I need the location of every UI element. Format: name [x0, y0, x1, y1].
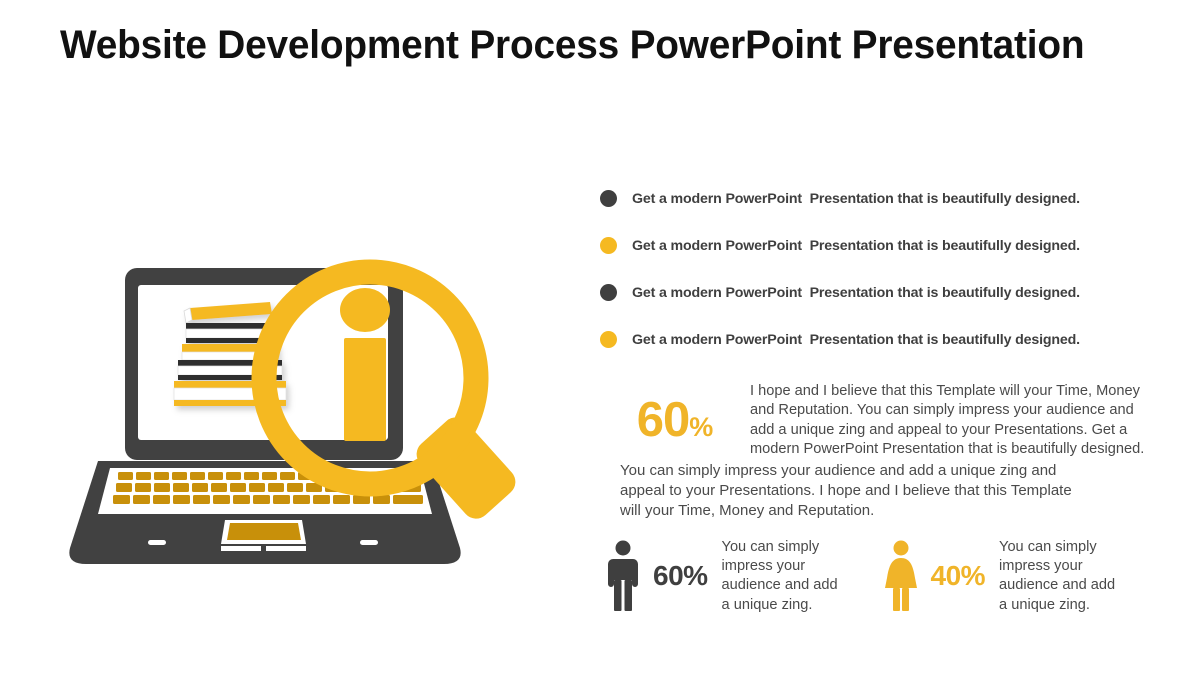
- stat-male-percent: 60%: [653, 560, 708, 592]
- laptop-vent-right: [360, 540, 378, 545]
- bullet-dot-icon: [600, 190, 617, 207]
- trackpad: [221, 520, 306, 551]
- page-title: Website Development Process PowerPoint P…: [60, 23, 1085, 67]
- bullet-dot-icon: [600, 284, 617, 301]
- stat-male-text: You can simply impress your audience and…: [721, 538, 838, 613]
- bullet-label: Get a modern PowerPoint Presentation tha…: [632, 331, 1080, 348]
- content-column: Get a modern PowerPoint Presentation tha…: [600, 175, 1160, 615]
- illustration-svg: [69, 259, 516, 564]
- highlight-percent-number: 60: [636, 393, 691, 447]
- stat-female-percent: 40%: [930, 560, 986, 592]
- bullet-label: Get a modern PowerPoint Presentation tha…: [632, 190, 1080, 207]
- highlight-percent-symbol: %: [689, 412, 714, 442]
- magnifier-icon: [251, 259, 516, 519]
- stat-male: 60% You can simply impress your audience…: [605, 538, 883, 616]
- gender-stats-row: 60% You can simply impress your audience…: [600, 538, 1160, 616]
- list-item[interactable]: Get a modern PowerPoint Presentation tha…: [600, 175, 1160, 222]
- person-figure-icon: [340, 288, 390, 441]
- secondary-paragraph: You can simply impress your audience and…: [620, 461, 1072, 519]
- bullet-list: Get a modern PowerPoint Presentation tha…: [600, 175, 1160, 363]
- highlight-paragraph: I hope and I believe that this Template …: [750, 383, 1145, 458]
- laptop-magnifier-illustration: [40, 180, 580, 600]
- bullet-dot-icon: [600, 331, 617, 348]
- list-item[interactable]: Get a modern PowerPoint Presentation tha…: [600, 269, 1160, 316]
- female-figure-icon: [883, 540, 919, 612]
- bullet-label: Get a modern PowerPoint Presentation tha…: [632, 237, 1080, 254]
- list-item[interactable]: Get a modern PowerPoint Presentation tha…: [600, 316, 1160, 363]
- bullet-label: Get a modern PowerPoint Presentation tha…: [632, 284, 1080, 301]
- highlight-percent-block: 60% I hope and I believe that this Templ…: [600, 380, 1160, 460]
- stat-female-text: You can simply impress your audience and…: [999, 538, 1116, 613]
- highlight-percent-value: 60%: [600, 380, 750, 445]
- male-figure-icon: [605, 540, 641, 612]
- bullet-dot-icon: [600, 237, 617, 254]
- laptop-vent-left: [148, 540, 166, 545]
- list-item[interactable]: Get a modern PowerPoint Presentation tha…: [600, 222, 1160, 269]
- stat-female: 40% You can simply impress your audience…: [883, 538, 1161, 616]
